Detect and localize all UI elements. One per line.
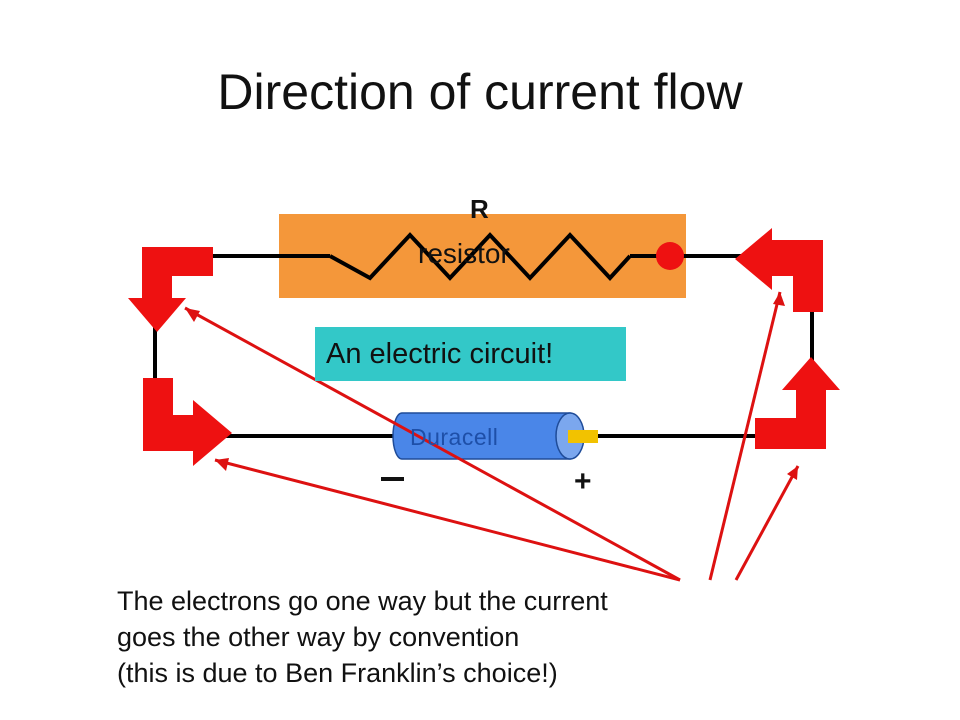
resistor-symbol-letter: R [470, 194, 489, 224]
resistor-label: resistor [418, 238, 510, 269]
pointer-lines [184, 291, 800, 582]
current-arrow-top-right [735, 228, 823, 312]
negative-terminal-sign [381, 477, 404, 481]
pointer-arrowheads [185, 292, 798, 480]
caption: The electrons go one way but the current… [117, 583, 608, 691]
current-arrow-bottom-right [755, 357, 840, 449]
battery-brand-label: Duracell [410, 424, 499, 450]
circuit-label: An electric circuit! [315, 327, 626, 381]
page-title: Direction of current flow [217, 64, 743, 120]
positive-terminal-sign: + [574, 465, 592, 498]
current-arrow-bottom-left [143, 378, 232, 466]
resistor-terminal-dot [656, 242, 684, 270]
zigzag-resistor-symbol [329, 232, 632, 281]
caption-line-2: goes the other way by convention [117, 622, 520, 652]
caption-line-1: The electrons go one way but the current [117, 586, 608, 616]
resistor-box [279, 214, 686, 298]
battery-positive-tip [568, 430, 598, 443]
current-arrow-top-left [128, 247, 213, 332]
caption-line-3: (this is due to Ben Franklin’s choice!) [117, 658, 558, 688]
current-arrows [128, 228, 840, 466]
